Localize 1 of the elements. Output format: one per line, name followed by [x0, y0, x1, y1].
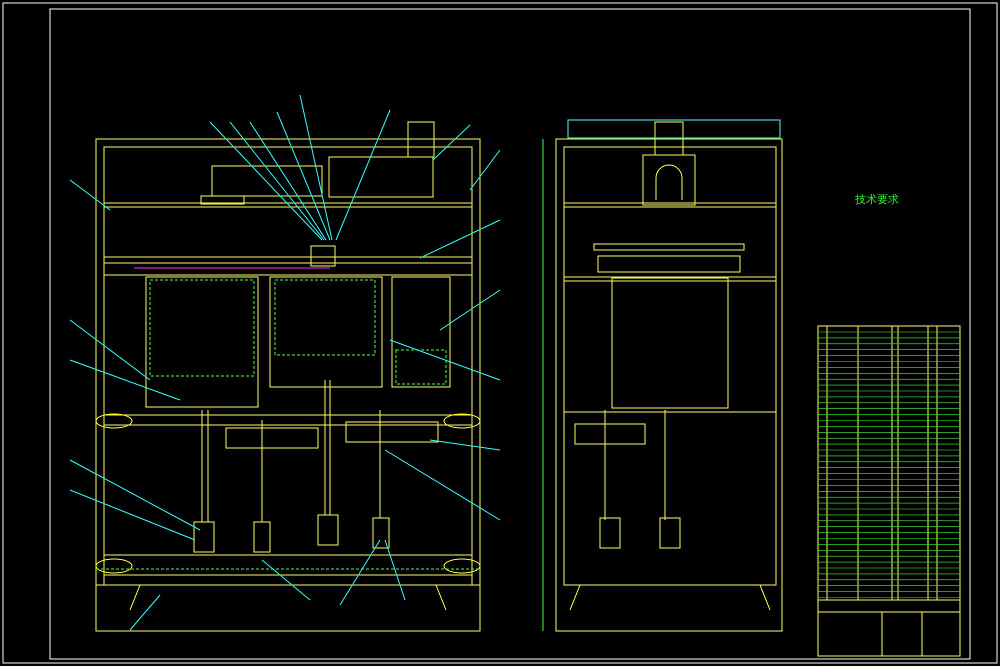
requirements-heading: 技术要求 — [855, 192, 899, 207]
